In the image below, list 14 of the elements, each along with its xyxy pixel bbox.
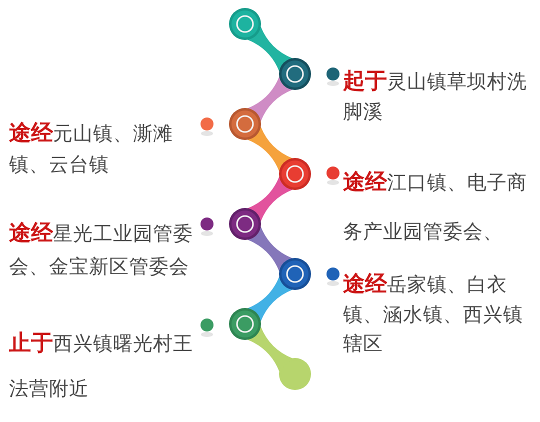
timeline-circle [279, 58, 311, 90]
timeline-circle [279, 158, 311, 190]
timeline-end-circle [279, 358, 311, 390]
step-description: 起于灵山镇草坝村洗脚溪 [343, 68, 528, 125]
step-description: 途经元山镇、澌滩镇、云台镇 [9, 120, 174, 178]
timeline-circle [279, 258, 311, 290]
step-description: 止于西兴镇曙光村王法营附近 [9, 330, 194, 402]
timeline-circle [229, 208, 261, 240]
timeline-circle [229, 8, 261, 40]
timeline-circle [229, 108, 261, 140]
step-description: 途经岳家镇、白衣镇、涵水镇、西兴镇辖区 [343, 271, 524, 357]
step-description: 途经星光工业园管委会、金宝新区管委会 [9, 220, 194, 280]
timeline-circle [229, 308, 261, 340]
step-description: 途经江口镇、电子商务产业园管委会、 [343, 168, 528, 244]
